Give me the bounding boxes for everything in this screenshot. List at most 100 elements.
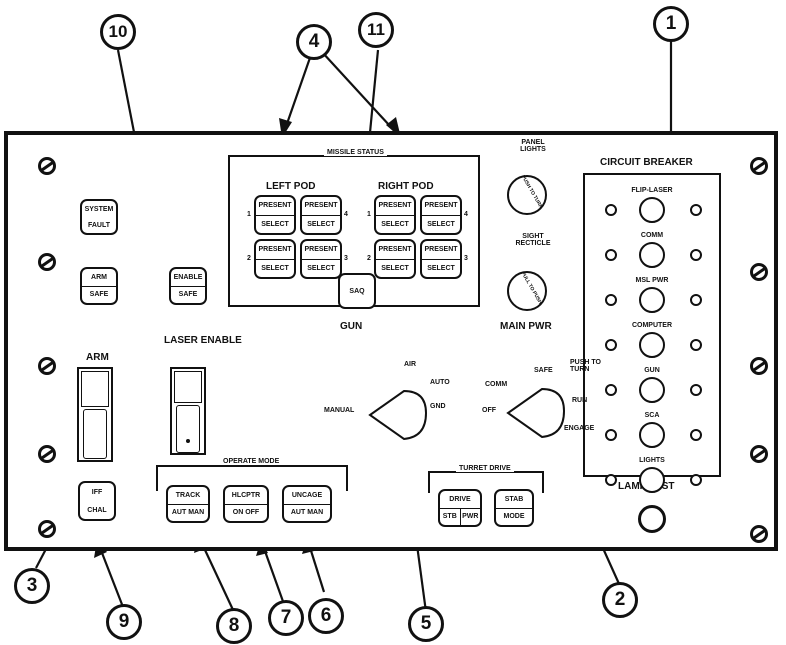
uncage-button[interactable]: UNCAGE AUT MAN	[282, 485, 332, 523]
mode-label: MODE	[496, 507, 532, 526]
enable-safe-label: SAFE	[171, 285, 205, 304]
track-button[interactable]: TRACK AUT MAN	[166, 485, 210, 523]
indicator-lamp	[690, 384, 702, 396]
present-label: PRESENT	[378, 246, 412, 254]
iff-chal-button[interactable]: IFF CHAL	[78, 481, 116, 521]
pod-button-r4-present[interactable]: PRESENT SELECT	[420, 195, 462, 235]
select-label: SELECT	[376, 214, 414, 234]
breaker-knob[interactable]	[639, 197, 665, 223]
breaker-knob[interactable]	[639, 377, 665, 403]
screw-icon	[38, 445, 56, 463]
push-to-turn-label: PUSH TO TURN	[570, 359, 601, 373]
pod-number: 2	[247, 255, 251, 262]
manual-label: MANUAL	[324, 407, 355, 414]
breaker-knob[interactable]	[639, 242, 665, 268]
indicator-lamp	[605, 204, 617, 216]
screw-icon	[38, 520, 56, 538]
callout-2: 2	[602, 582, 638, 618]
panel-lights-knob[interactable]	[507, 175, 547, 215]
breaker-label: LIGHTS	[639, 457, 665, 464]
right-pod-label: RIGHT POD	[378, 181, 434, 192]
callout-9: 9	[106, 604, 142, 640]
screw-icon	[750, 157, 768, 175]
uncage-label: UNCAGE	[291, 491, 323, 499]
breaker-label: COMPUTER	[631, 322, 673, 329]
indicator-lamp	[690, 339, 702, 351]
missile-status-label: MISSILE STATUS	[324, 149, 387, 156]
breaker-knob[interactable]	[639, 422, 665, 448]
select-label: SELECT	[422, 258, 460, 278]
stb-label: STB	[442, 513, 457, 521]
callout-11: 11	[358, 12, 394, 48]
drive-label: DRIVE	[449, 495, 471, 503]
pwr-label: PWR	[459, 508, 481, 525]
select-label: SELECT	[302, 214, 340, 234]
breaker-knob[interactable]	[639, 332, 665, 358]
arm-switch[interactable]	[77, 367, 113, 462]
select-label: SELECT	[376, 258, 414, 278]
indicator-lamp	[690, 204, 702, 216]
arm-safe-button[interactable]: ARM SAFE	[80, 267, 118, 305]
select-label: SELECT	[256, 214, 294, 234]
pod-button-l1-present[interactable]: PRESENT SELECT	[254, 195, 296, 235]
pod-number: 4	[464, 211, 468, 218]
breaker-label: SCA	[644, 412, 660, 419]
track-label: TRACK	[175, 491, 201, 499]
stab-button[interactable]: STAB MODE	[494, 489, 534, 527]
indicator-lamp	[605, 474, 617, 486]
main-pwr-label: MAIN PWR	[500, 321, 552, 332]
turret-mode-selector[interactable]	[364, 385, 444, 445]
chal-label: CHAL	[87, 506, 107, 514]
breaker-label: COMM	[640, 232, 664, 239]
breaker-knob[interactable]	[639, 467, 665, 493]
present-label: PRESENT	[378, 202, 412, 210]
track-aut-man-label: AUT MAN	[168, 503, 208, 522]
pod-button-r2-present[interactable]: PRESENT SELECT	[374, 239, 416, 279]
system-fault-button[interactable]: SYSTEM FAULT	[80, 199, 118, 235]
indicator-lamp	[605, 339, 617, 351]
breaker-knob[interactable]	[639, 287, 665, 313]
run-label: RUN	[572, 397, 588, 404]
gun-label: GUN	[340, 321, 363, 332]
hlcptr-button[interactable]: HLCPTR ON OFF	[223, 485, 269, 523]
arm-switch-label: ARM	[86, 352, 109, 363]
off-label: OFF	[482, 407, 496, 414]
pod-number: 2	[367, 255, 371, 262]
screw-icon	[750, 263, 768, 281]
laser-enable-switch[interactable]	[170, 367, 206, 455]
breaker-label: FLIP-LASER	[631, 187, 673, 194]
callout-8: 8	[216, 608, 252, 644]
screw-icon	[750, 525, 768, 543]
pod-number: 1	[367, 211, 371, 218]
pod-number: 4	[344, 211, 348, 218]
main-power-selector[interactable]	[502, 383, 582, 443]
enable-safe-button[interactable]: ENABLE SAFE	[169, 267, 207, 305]
air-label: AIR	[404, 361, 417, 368]
saq-label: SAQ	[349, 287, 365, 295]
indicator-lamp	[690, 249, 702, 261]
present-label: PRESENT	[424, 202, 458, 210]
pod-button-l4-present[interactable]: PRESENT SELECT	[300, 195, 342, 235]
present-label: PRESENT	[304, 202, 338, 210]
select-label: SELECT	[422, 214, 460, 234]
uncage-aut-man-label: AUT MAN	[284, 503, 330, 522]
laser-enable-label: LASER ENABLE	[164, 335, 242, 346]
saq-button[interactable]: SAQ	[338, 273, 376, 309]
drive-button[interactable]: DRIVE STB PWR	[438, 489, 482, 527]
enable-label: ENABLE	[173, 273, 203, 281]
control-panel: SYSTEM FAULT ARM SAFE ENABLE SAFE ARM LA…	[4, 131, 778, 551]
present-label: PRESENT	[258, 202, 292, 210]
screw-icon	[750, 445, 768, 463]
screw-icon	[750, 357, 768, 375]
indicator-lamp	[605, 294, 617, 306]
indicator-lamp	[690, 429, 702, 441]
pod-button-r3-present[interactable]: PRESENT SELECT	[420, 239, 462, 279]
lamp-test-button[interactable]	[638, 505, 666, 533]
stab-label: STAB	[504, 495, 524, 503]
present-label: PRESENT	[424, 246, 458, 254]
sight-reticle-knob[interactable]	[507, 271, 547, 311]
safe-label: SAFE	[82, 285, 116, 304]
pod-button-r1-present[interactable]: PRESENT SELECT	[374, 195, 416, 235]
